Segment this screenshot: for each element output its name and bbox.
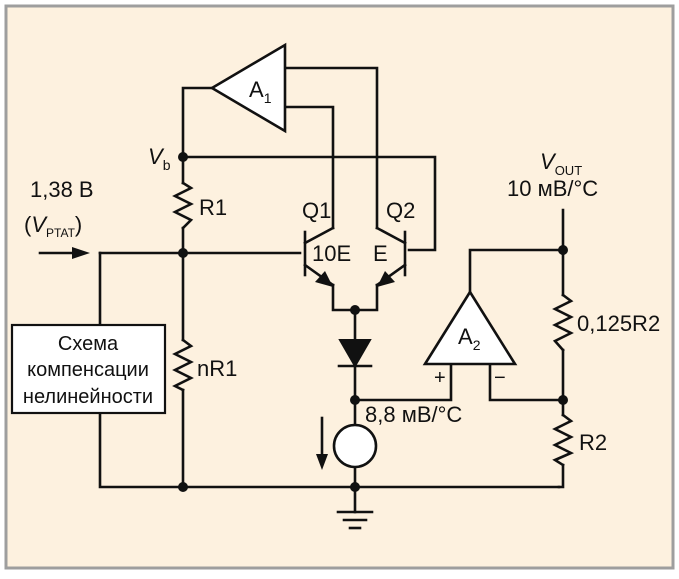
label-vout-value: 10 мВ/°C bbox=[507, 176, 598, 201]
label-nr1: nR1 bbox=[197, 356, 237, 381]
label-vptat-value: 1,38 В bbox=[30, 177, 94, 202]
label-vb: Vb bbox=[148, 144, 171, 173]
current-source bbox=[316, 416, 378, 470]
label-a2: A2 bbox=[458, 324, 481, 353]
label-vptat: (VPTAT) bbox=[24, 212, 82, 240]
label-diode-tc: 8,8 мВ/°C bbox=[365, 402, 462, 427]
diagram-frame bbox=[4, 4, 675, 570]
label-plus: + bbox=[434, 367, 446, 389]
opamp-a1 bbox=[209, 42, 287, 134]
label-r1: R1 bbox=[199, 195, 227, 220]
box-line-3: нелинейности bbox=[23, 386, 153, 408]
label-0125r2: 0,125R2 bbox=[577, 311, 660, 336]
label-minus: − bbox=[494, 367, 506, 389]
ground-symbol bbox=[336, 510, 374, 530]
label-q2: Q2 bbox=[386, 198, 415, 223]
box-line-2: компенсации bbox=[27, 359, 149, 381]
label-vout: VOUT bbox=[540, 149, 582, 178]
junction-dots bbox=[178, 152, 568, 492]
resistor-r1 bbox=[172, 181, 194, 230]
label-a1: A1 bbox=[249, 77, 272, 106]
diode bbox=[337, 339, 373, 369]
opamp-a2 bbox=[422, 289, 518, 366]
box-line-1: Схема bbox=[58, 333, 119, 355]
label-q2-emitter: E bbox=[373, 241, 388, 266]
resistor-0125r2 bbox=[552, 293, 574, 352]
input-arrow bbox=[38, 247, 90, 259]
label-q1: Q1 bbox=[302, 198, 331, 223]
transistor-q1 bbox=[303, 226, 335, 287]
label-r2: R2 bbox=[579, 430, 607, 455]
resistor-r2 bbox=[552, 413, 575, 467]
label-q1-emitter: 10E bbox=[312, 241, 351, 266]
transistor-q2 bbox=[375, 226, 407, 287]
compensation-box: Схема компенсации нелинейности bbox=[10, 323, 167, 415]
resistor-nr1 bbox=[172, 338, 194, 392]
